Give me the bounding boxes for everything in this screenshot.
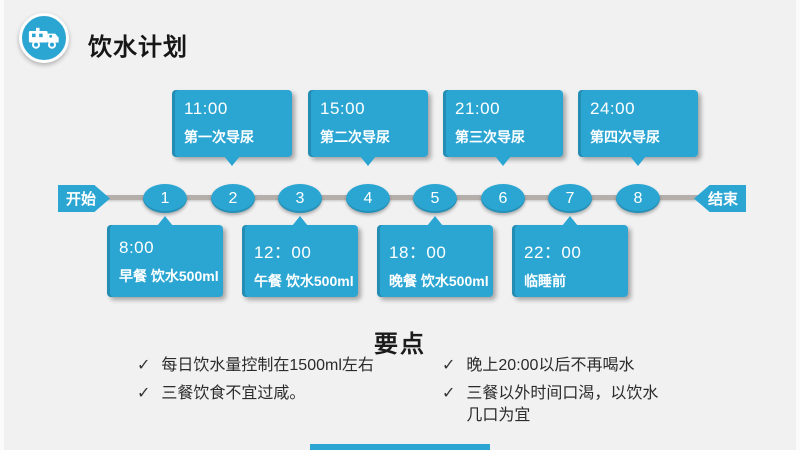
key-point-item: ✓ 晚上20:00以后不再喝水 [442, 355, 667, 377]
key-point-text: 三餐饮食不宜过咸。 [161, 385, 306, 402]
timeline-node-6: 6 [481, 184, 525, 213]
timeline-node-7: 7 [548, 184, 592, 213]
pointer-up [157, 216, 173, 226]
pointer-down [495, 156, 511, 166]
header-logo-badge [19, 13, 69, 63]
event-card-0800: 8:00 早餐 饮水500ml [107, 216, 223, 297]
timeline-start-flag: 开始 [58, 185, 110, 212]
right-edge-strip [796, 0, 800, 450]
event-label: 第一次导尿 [184, 129, 254, 145]
event-time: 8:00 [119, 238, 155, 257]
pointer-down [360, 156, 376, 166]
check-icon: ✓ [442, 357, 456, 374]
page-title: 饮水计划 [88, 34, 188, 61]
key-point-text: 晚上20:00以后不再喝水 [466, 357, 635, 374]
ambulance-icon [28, 26, 60, 51]
event-label: 第四次导尿 [590, 129, 660, 145]
timeline-node-2: 2 [211, 184, 255, 213]
event-time: 12：00 [254, 243, 312, 262]
timeline-track [98, 195, 708, 200]
key-point-text: 每日饮水量控制在1500ml左右 [161, 357, 374, 374]
pointer-up [562, 216, 578, 226]
event-label: 晚餐 饮水500ml [389, 273, 489, 289]
event-card-1200: 12：00 午餐 饮水500ml [242, 216, 358, 297]
check-icon: ✓ [137, 385, 151, 402]
event-time: 24:00 [590, 99, 636, 118]
pointer-down [630, 156, 646, 166]
event-card-2400: 24:00 第四次导尿 [578, 90, 698, 166]
event-card-2100: 21:00 第三次导尿 [443, 90, 563, 166]
key-point-text: 三餐以外时间口渴，以饮水几口为宜 [466, 385, 659, 424]
timeline-node-4: 4 [346, 184, 390, 213]
event-card-1100: 11:00 第一次导尿 [172, 90, 292, 166]
key-points-left-column: ✓ 每日饮水量控制在1500ml左右 ✓ 三餐饮食不宜过咸。 [137, 355, 437, 411]
event-card-2200: 22：00 临睡前 [512, 216, 628, 297]
event-label: 第三次导尿 [455, 129, 525, 145]
event-label: 午餐 饮水500ml [254, 273, 354, 289]
event-card-1800: 18：00 晚餐 饮水500ml [377, 216, 493, 297]
event-label: 早餐 饮水500ml [119, 268, 219, 284]
event-time: 22：00 [524, 243, 582, 262]
key-point-item: ✓ 每日饮水量控制在1500ml左右 [137, 355, 437, 377]
pointer-up [427, 216, 443, 226]
check-icon: ✓ [137, 357, 151, 374]
event-label: 临睡前 [524, 273, 566, 289]
pointer-up [292, 216, 308, 226]
key-points-right-column: ✓ 晚上20:00以后不再喝水 ✓ 三餐以外时间口渴，以饮水几口为宜 [442, 355, 667, 433]
timeline-end-flag: 结束 [694, 185, 746, 212]
timeline-node-8: 8 [616, 184, 660, 213]
event-time: 15:00 [320, 99, 366, 118]
event-time: 11:00 [184, 99, 228, 118]
pointer-down [224, 156, 240, 166]
key-point-item: ✓ 三餐饮食不宜过咸。 [137, 383, 437, 405]
key-points-title: 要点 [374, 331, 426, 358]
event-time: 21:00 [455, 99, 501, 118]
check-icon: ✓ [442, 385, 456, 402]
event-time: 18：00 [389, 243, 447, 262]
event-label: 第二次导尿 [320, 129, 390, 145]
timeline-node-3: 3 [278, 184, 322, 213]
left-edge-strip [0, 0, 4, 450]
timeline-node-5: 5 [413, 184, 457, 213]
key-point-item: ✓ 三餐以外时间口渴，以饮水几口为宜 [442, 383, 667, 427]
bottom-accent-bar [310, 444, 490, 450]
event-card-1500: 15:00 第二次导尿 [308, 90, 428, 166]
timeline-node-1: 1 [143, 184, 187, 213]
